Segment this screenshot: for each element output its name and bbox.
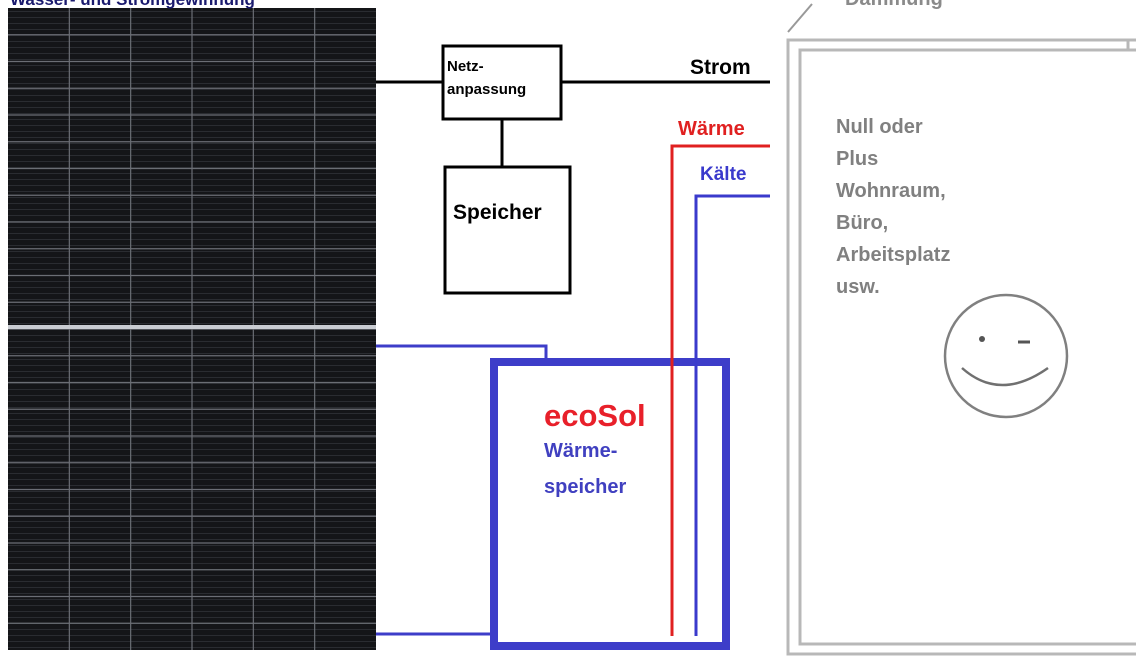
room-text-line: Null oder xyxy=(836,116,923,138)
building-walls xyxy=(786,38,1136,656)
thermal-storage-label-line2: speicher xyxy=(544,476,627,498)
heat-pipe xyxy=(670,144,770,636)
solar-panel xyxy=(8,8,376,650)
room-text-line: Wohnraum, xyxy=(836,180,946,202)
battery-storage-box xyxy=(443,165,572,295)
thermal-storage-tank xyxy=(490,358,730,650)
diagram-caption: Wasser- und Stromgewinnung xyxy=(10,0,255,10)
smiley-icon xyxy=(943,293,1069,419)
grid-adaptation-line2: anpassung xyxy=(447,81,527,98)
ecosol-brand-label: ecoSol xyxy=(544,398,646,433)
grid-adaptation-label: Netz- anpassung xyxy=(447,55,526,101)
panel-to-storage-pipe-top xyxy=(376,344,548,360)
room-text-line: Plus xyxy=(836,148,879,170)
cold-pipe xyxy=(694,194,770,636)
power-output-label: Strom xyxy=(690,56,751,79)
room-text-line: usw. xyxy=(836,276,880,298)
insulation-pointer xyxy=(787,3,813,33)
panel-grid xyxy=(8,8,376,650)
thermal-storage-label-line1: Wärme- xyxy=(544,440,618,462)
room-text-line: Arbeitsplatz xyxy=(836,244,951,266)
grid-adaptation-line1: Netz- xyxy=(447,58,484,75)
cold-output-label: Kälte xyxy=(700,164,747,185)
room-text-line: Büro, xyxy=(836,212,889,234)
insulation-label: Dämmung xyxy=(845,0,943,11)
heat-output-label: Wärme xyxy=(678,118,745,140)
grid-adaptation-box xyxy=(441,44,563,121)
battery-storage-label: Speicher xyxy=(453,201,542,224)
